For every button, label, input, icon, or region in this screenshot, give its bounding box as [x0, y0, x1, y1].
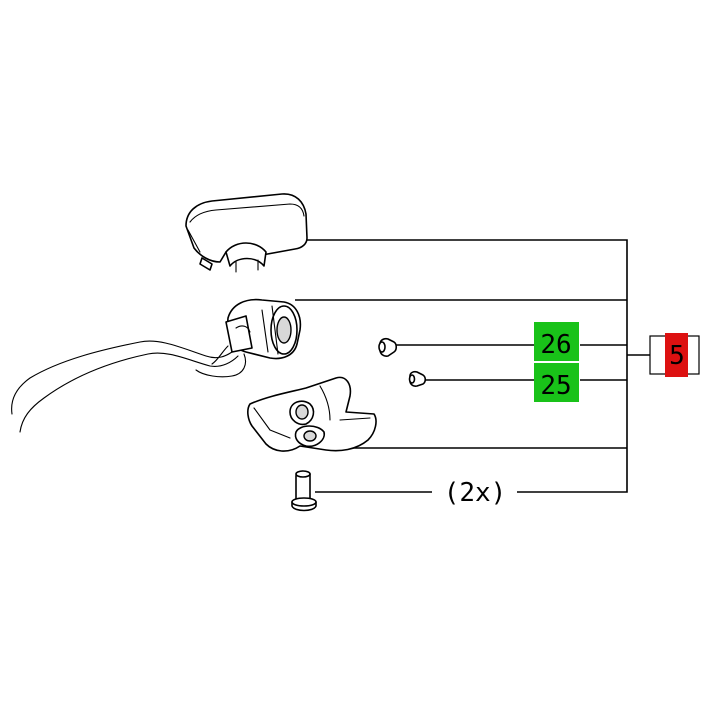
switch-with-cables-part	[11, 298, 302, 433]
callout-26[interactable]: 26	[534, 322, 579, 361]
leader-lines	[295, 239, 660, 493]
callout-5[interactable]: 5	[649, 333, 700, 377]
lower-housing-part	[247, 376, 377, 452]
callout-5-number: 5	[669, 341, 685, 371]
screw-part	[291, 470, 317, 512]
pin-part-26	[378, 337, 398, 357]
callout-25-box	[534, 363, 579, 402]
callout-25[interactable]: 25	[534, 363, 579, 402]
callout-25-number: 25	[540, 371, 571, 401]
screw-quantity-label: (2x)	[444, 478, 507, 508]
callout-5-box	[665, 333, 688, 377]
pin-part-25	[408, 370, 427, 387]
callout-26-number: 26	[540, 330, 571, 360]
cover-cap-part	[185, 193, 308, 273]
callout-26-box	[534, 322, 579, 361]
